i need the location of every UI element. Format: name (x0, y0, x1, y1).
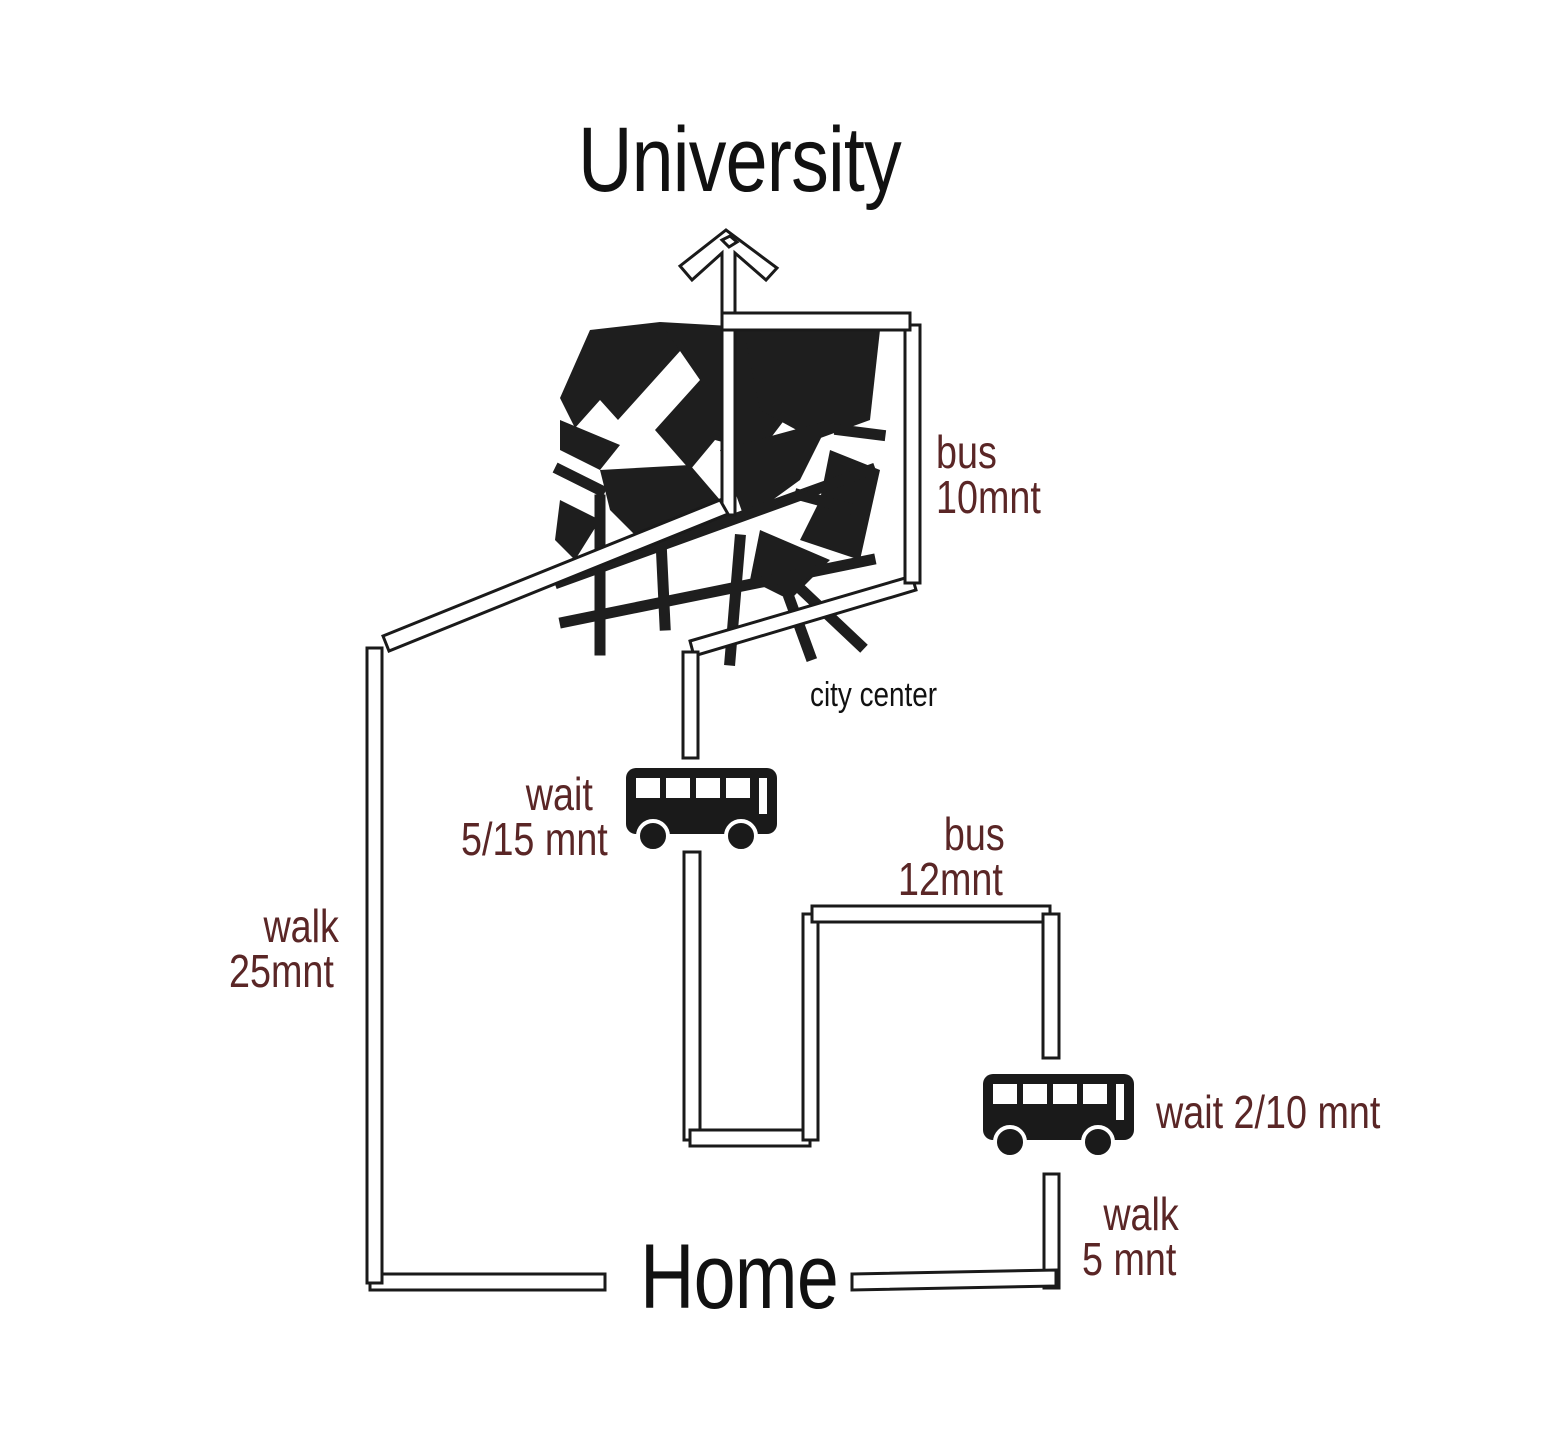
walk-left-label: walk 25mnt (229, 900, 352, 997)
city-map-street (793, 488, 862, 517)
bus-upper-label: bus 10mnt (936, 426, 1041, 523)
bus-icon-wheel (993, 1125, 1027, 1159)
route-segment-walk-right-vertical (1042, 1172, 1061, 1290)
route-segment-walk-right-horizontal (850, 1268, 1058, 1292)
bus-icon (983, 1074, 1134, 1159)
bus-icon-window (666, 778, 690, 798)
bus-lower-label-line2: 12mnt (898, 853, 1003, 905)
bus-icon-window (1083, 1084, 1107, 1104)
bus-icon-window (1023, 1084, 1047, 1104)
bus-icon-window (1053, 1084, 1077, 1104)
wait-upper-stop-line1: wait (525, 768, 593, 820)
bus-icon-door (759, 778, 767, 814)
route-segment-walk-left-horizontal (368, 1272, 607, 1292)
destination-university: University (578, 109, 902, 211)
city-center-map (552, 312, 887, 666)
city-map-street (558, 553, 877, 629)
route-segment-bus-upper-vertical (903, 323, 922, 585)
city-map-block (720, 420, 830, 520)
city-map-street (782, 592, 818, 663)
walk-right-label-line2: 5 mnt (1082, 1233, 1177, 1285)
bus-icon-door (1116, 1084, 1124, 1120)
bus-icon (626, 768, 777, 853)
city-map-streets (552, 423, 887, 666)
bus-icon-wheel (724, 819, 758, 853)
city-map-street (833, 423, 887, 442)
bus-icon-wheel (636, 819, 670, 853)
wait-upper-stop-line2: 5/15 mnt (461, 813, 608, 865)
city-map-street (552, 462, 608, 498)
city-map-street (552, 462, 878, 590)
route-segment-bus-lower-bottom (688, 1128, 812, 1148)
route-segment-bus-lower-right (1041, 912, 1061, 1060)
city-map-block (600, 465, 720, 540)
bus-lower-label-line1: bus (943, 808, 1005, 860)
route-segment-walk-left-vertical (365, 646, 384, 1285)
bus-upper-label-line1: bus (936, 426, 997, 478)
city-center-label: city center (810, 676, 938, 714)
city-map-block (740, 312, 880, 440)
route-segment-bus-lower-top (810, 904, 1052, 924)
route-segment-walk-left-diagonal (381, 498, 731, 653)
bus-icon-window (726, 778, 750, 798)
arrow-tip (719, 234, 740, 249)
route-segment-bus-upper-horizontal (720, 311, 912, 332)
route-segment-bus-lower-up (801, 912, 820, 1142)
walk-right-label: walk 5 mnt (1082, 1188, 1189, 1285)
walk-left-label-line1: walk (263, 900, 339, 952)
bus-lower-label: bus 12mnt (898, 808, 1021, 905)
wait-upper-stop-label: wait 5/15 mnt (461, 768, 625, 865)
bus-icon-window (993, 1084, 1017, 1104)
walk-right-label-line1: walk (1103, 1188, 1179, 1240)
city-map-block (560, 322, 690, 428)
arrow-up-icon (677, 228, 780, 517)
wait-lower-stop-label: wait 2/10 mnt (1156, 1086, 1381, 1138)
route-segment-bus-lower-down (682, 850, 702, 1142)
city-map-block (555, 500, 600, 560)
route-paths (365, 228, 1061, 1292)
bus-icon-wheel (1081, 1125, 1115, 1159)
city-map-block (560, 420, 620, 470)
city-map-street (762, 552, 868, 653)
bus-icon-window (636, 778, 660, 798)
route-segment-to-upper-stop (681, 650, 700, 760)
walk-left-label-line2: 25mnt (229, 945, 334, 997)
bus-upper-label-line2: 10mnt (936, 471, 1041, 523)
bus-icon-window (696, 778, 720, 798)
destination-home: Home (640, 1226, 839, 1328)
